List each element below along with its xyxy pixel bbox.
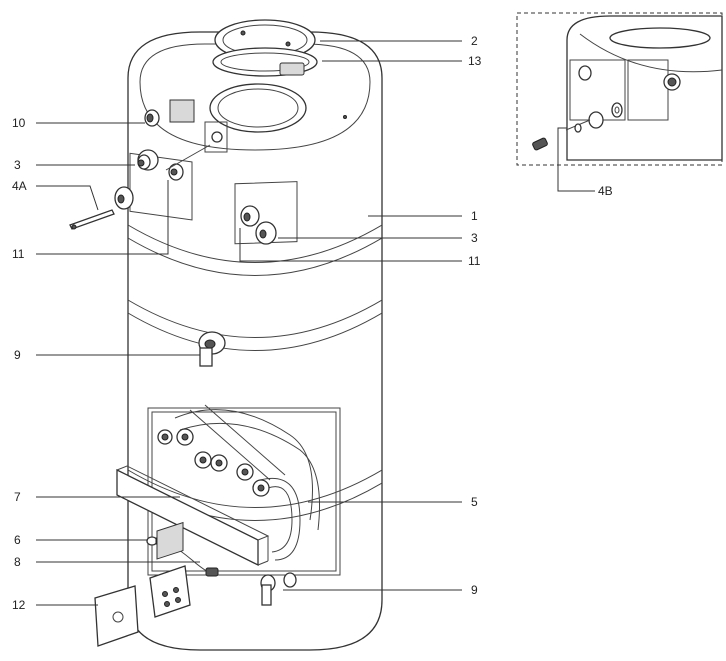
inset-detail-4b	[516, 12, 723, 166]
thermostat-assembly	[94, 521, 191, 647]
leader-lines	[36, 40, 595, 606]
callout-3-left: 3	[14, 158, 21, 172]
left-fittings-panel	[69, 99, 228, 230]
callout-7: 7	[14, 490, 21, 504]
callout-13: 13	[468, 54, 482, 68]
callout-10: 10	[12, 116, 26, 130]
callout-6: 6	[14, 533, 21, 547]
middle-drain-fitting	[198, 331, 226, 367]
callout-11-left: 11	[12, 247, 25, 261]
callout-4b: 4B	[598, 184, 613, 198]
callout-9-bottom: 9	[471, 583, 478, 597]
callout-labels: 2 13 10 3 4A 11 1 3 11 9 7 5 6 8 9 12 4B	[12, 34, 613, 612]
callout-11-right: 11	[468, 254, 481, 268]
bottom-drain-fitting	[260, 572, 297, 606]
callout-8: 8	[14, 555, 21, 569]
terminal-cover-bar	[116, 465, 270, 567]
callout-2: 2	[471, 34, 478, 48]
callout-12: 12	[12, 598, 26, 612]
right-fittings-panel	[234, 181, 298, 245]
callout-4a: 4A	[12, 179, 27, 193]
callout-9-middle: 9	[14, 348, 21, 362]
callout-5: 5	[471, 495, 478, 509]
top-flange-assembly	[209, 19, 347, 133]
heating-element-assembly	[157, 404, 321, 561]
callout-1: 1	[471, 209, 478, 223]
callout-3-right: 3	[471, 231, 478, 245]
